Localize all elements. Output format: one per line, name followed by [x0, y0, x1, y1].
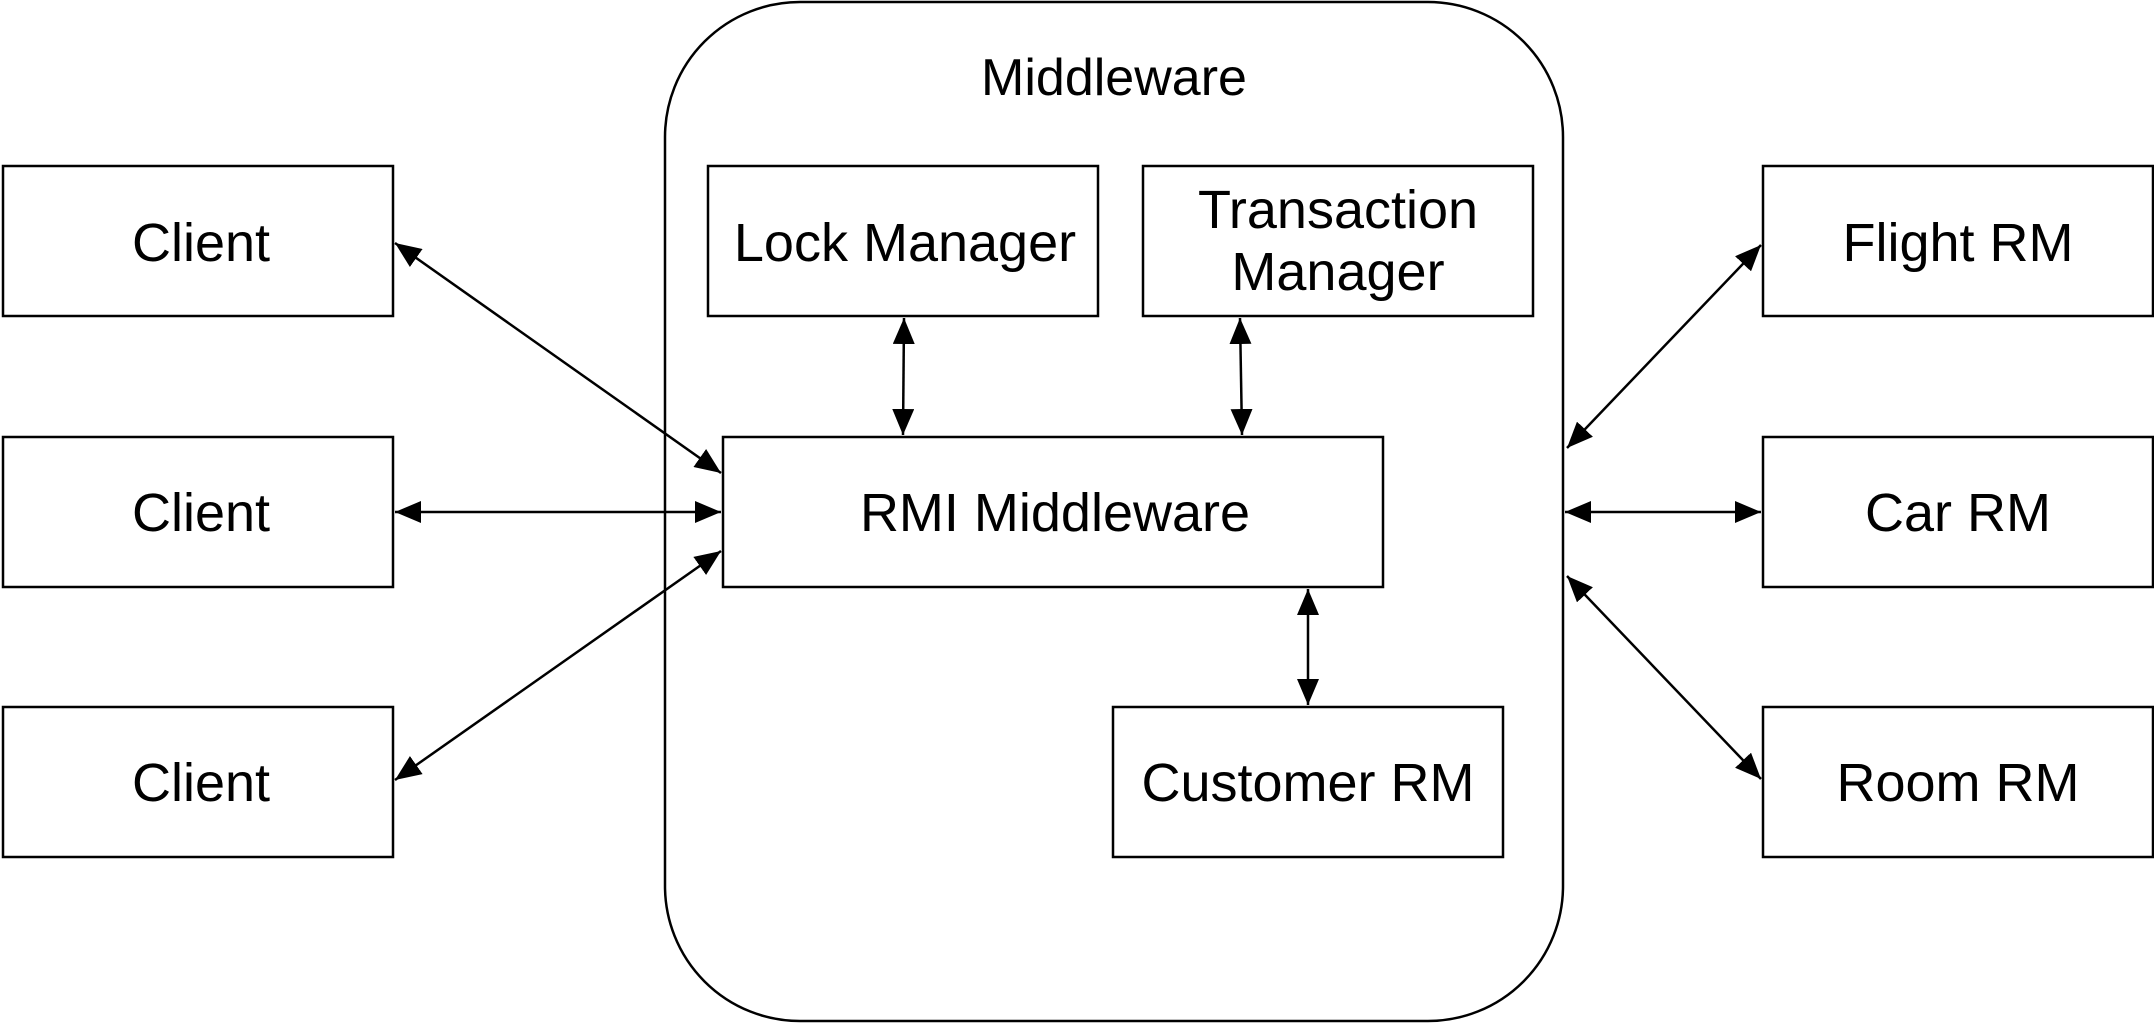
rmi-middleware-node: RMI Middleware [721, 435, 1385, 589]
client-node-1: Client [1, 164, 395, 318]
connector-client1-rmi [394, 241, 722, 475]
connector-middleware-roomrm [1566, 575, 1762, 780]
transaction-manager-label-line1: Transaction [1198, 180, 1478, 240]
car-rm-label: Car RM [1865, 483, 2051, 543]
room-rm-node: Room RM [1761, 705, 2154, 859]
flight-rm-label: Flight RM [1842, 213, 2073, 273]
transaction-manager-node: Transaction Manager [1141, 164, 1535, 318]
lock-manager-node: Lock Manager [706, 164, 1100, 318]
client-label-3: Client [132, 753, 270, 813]
client-label-1: Client [132, 213, 270, 273]
customer-rm-label: Customer RM [1141, 753, 1474, 813]
client-node-2: Client [1, 435, 395, 589]
rmi-middleware-label: RMI Middleware [860, 483, 1250, 543]
client-node-3: Client [1, 705, 395, 859]
lock-manager-label: Lock Manager [734, 213, 1076, 273]
connector-middleware-flightrm [1566, 244, 1762, 449]
middleware-title: Middleware [981, 49, 1247, 107]
connector-client3-rmi [394, 549, 722, 782]
customer-rm-node: Customer RM [1111, 705, 1505, 859]
client-label-2: Client [132, 483, 270, 543]
flight-rm-node: Flight RM [1761, 164, 2154, 318]
transaction-manager-label-line2: Manager [1231, 242, 1444, 302]
room-rm-label: Room RM [1836, 753, 2079, 813]
connector-lockmanager-rmi [892, 317, 915, 436]
connector-transactionmanager-rmi [1229, 317, 1253, 436]
car-rm-node: Car RM [1761, 435, 2154, 589]
